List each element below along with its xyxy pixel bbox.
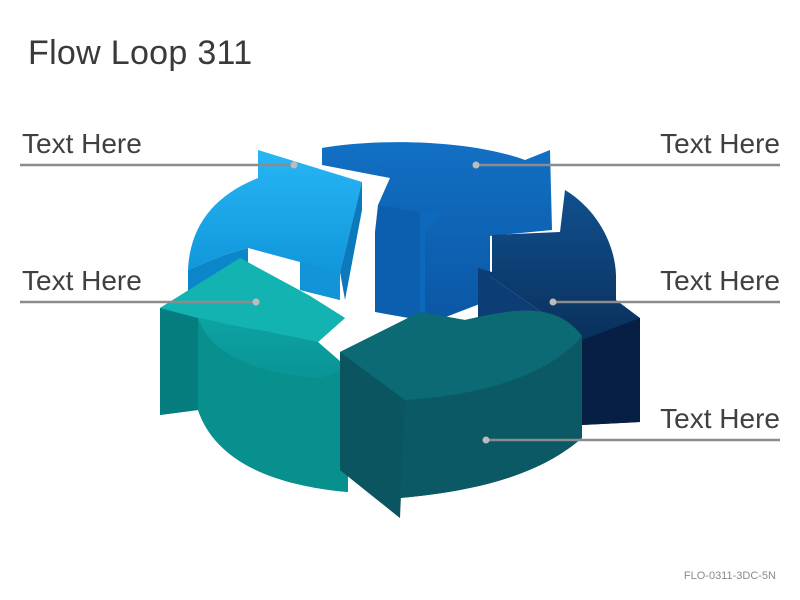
segment-dark-teal <box>340 310 582 518</box>
page-title: Flow Loop 311 <box>28 34 253 72</box>
label-top-left: Text Here <box>22 128 142 159</box>
segment-light-blue <box>188 150 362 300</box>
leader-line-top-left <box>20 161 298 169</box>
slide-code: FLO-0311-3DC-5N <box>683 570 776 582</box>
label-top-right: Text Here <box>660 128 780 159</box>
leader-line-top-right <box>472 161 780 169</box>
segment-blue <box>322 142 552 325</box>
leader-line-mid-left <box>20 298 260 306</box>
label-mid-right: Text Here <box>660 265 780 296</box>
label-bottom-right: Text Here <box>660 403 780 434</box>
leader-line-mid-right <box>549 298 780 306</box>
label-mid-left: Text Here <box>22 265 142 296</box>
leader-line-bottom-right <box>482 436 780 444</box>
segment-teal <box>160 258 348 492</box>
